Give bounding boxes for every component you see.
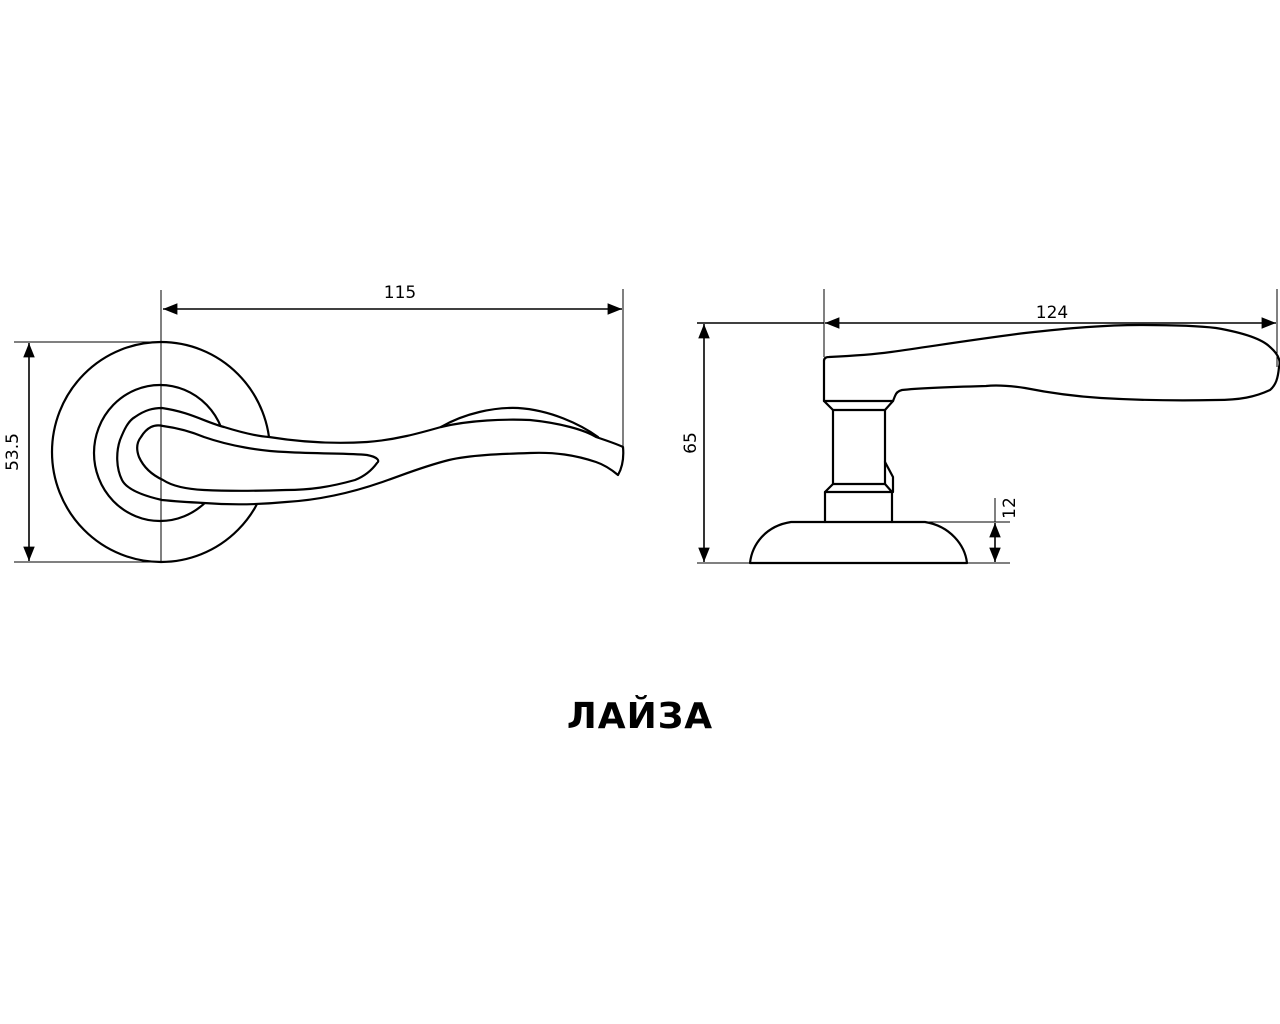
handle-grip <box>822 323 1280 403</box>
rose-height-label: 12 <box>1000 497 1020 519</box>
length-label: 115 <box>384 283 416 303</box>
neck-chamfer <box>822 399 895 412</box>
lever-inner-groove <box>136 424 380 492</box>
shaft <box>831 408 887 486</box>
length-label: 124 <box>1036 303 1068 323</box>
product-title: ЛАЙЗА <box>566 696 714 737</box>
side-detail <box>883 460 895 494</box>
side-view: 124 65 12 <box>681 289 1280 565</box>
lower-chamfer <box>823 482 894 494</box>
height-label: 65 <box>681 432 701 454</box>
front-view: 115 53.5 <box>3 283 625 564</box>
lever-top-ridge <box>439 406 600 439</box>
diameter-label: 53.5 <box>3 433 23 471</box>
lower-block <box>823 490 894 524</box>
side-rose <box>748 520 969 565</box>
